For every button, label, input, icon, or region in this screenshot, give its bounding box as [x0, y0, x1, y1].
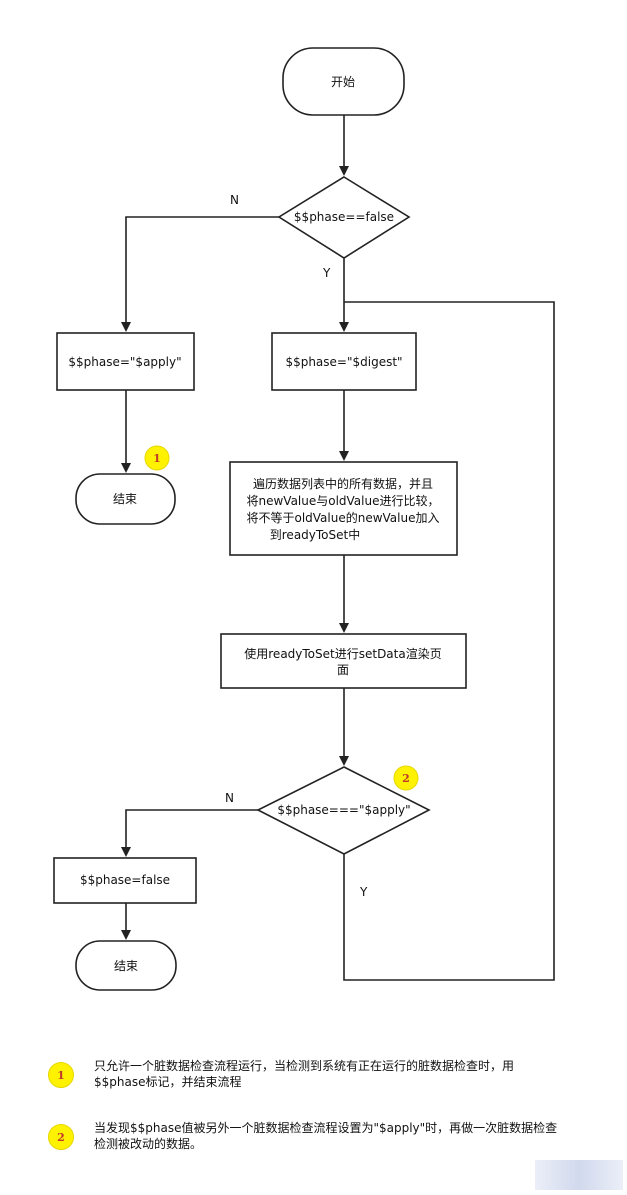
note-1-badge: 1: [48, 1062, 74, 1088]
note-1-text: 只允许一个脏数据检查流程运行，当检测到系统有正在运行的脏数据检查时，用 $$ph…: [94, 1058, 594, 1090]
edge-label-second-no: N: [225, 791, 234, 805]
node-traverse-line-2: 将newValue与oldValue进行比较，: [246, 493, 439, 508]
badge-2-number: 2: [402, 772, 410, 785]
node-start: 开始: [282, 47, 405, 116]
decision-phase-false: $$phase==false: [277, 176, 411, 259]
node-set-apply: $$phase="$apply": [56, 332, 195, 391]
edges: [121, 115, 555, 981]
decision-phase-false-label: $$phase==false: [294, 210, 394, 224]
node-end-bottom-label: 结束: [114, 959, 138, 973]
decision-phase-apply-label: $$phase==="$apply": [277, 803, 410, 817]
notes-legend: 1 只允许一个脏数据检查流程运行，当检测到系统有正在运行的脏数据检查时，用 $$…: [48, 1058, 608, 1182]
note-2: 2 当发现$$phase值被另外一个脏数据检查流程设置为"$apply"时，再做…: [48, 1120, 608, 1152]
edge-label-first-no: N: [230, 193, 239, 207]
node-render: 使用readyToSet进行setData渲染页 面: [220, 633, 467, 689]
watermark-logo: [535, 1160, 623, 1190]
node-reset-false: $$phase=false: [53, 857, 197, 904]
edge-check-apply-yes-loop: [343, 301, 555, 981]
edge-label-second-yes: Y: [359, 885, 368, 899]
note-1: 1 只允许一个脏数据检查流程运行，当检测到系统有正在运行的脏数据检查时，用 $$…: [48, 1058, 608, 1090]
note-2-badge: 2: [48, 1124, 74, 1150]
node-end-left-label: 结束: [113, 492, 137, 506]
badge-1-number: 1: [153, 452, 161, 465]
note-2-text: 当发现$$phase值被另外一个脏数据检查流程设置为"$apply"时，再做一次…: [94, 1120, 594, 1152]
node-set-digest: $$phase="$digest": [271, 332, 417, 391]
edge-label-first-yes: Y: [322, 266, 331, 280]
node-traverse-line-4: 到readyToSet中: [270, 527, 360, 542]
badge-1: 1: [144, 445, 170, 471]
node-end-left: 结束: [75, 473, 176, 525]
edge-check-no-to-set-apply: [121, 216, 280, 332]
node-render-line-2: 面: [337, 663, 349, 677]
note-2-line-2: 检测被改动的数据。: [94, 1137, 203, 1151]
node-traverse-line-1: 遍历数据列表中的所有数据，并且: [253, 476, 433, 491]
node-reset-false-label: $$phase=false: [80, 873, 170, 887]
decision-phase-apply: $$phase==="$apply": [256, 766, 431, 855]
note-1-line-2: $$phase标记，并结束流程: [94, 1075, 242, 1089]
badge-2: 2: [393, 765, 419, 791]
node-traverse-line-3: 将不等于oldValue的newValue加入: [246, 510, 439, 525]
note-1-line-1: 只允许一个脏数据检查流程运行，当检测到系统有正在运行的脏数据检查时，用: [94, 1059, 515, 1073]
node-set-apply-label: $$phase="$apply": [68, 355, 181, 369]
node-set-digest-label: $$phase="$digest": [285, 355, 402, 369]
node-end-bottom: 结束: [75, 940, 177, 991]
note-2-line-1: 当发现$$phase值被另外一个脏数据检查流程设置为"$apply"时，再做一次…: [94, 1121, 558, 1135]
edge-check-apply-no-to-reset: [121, 809, 258, 857]
node-start-label: 开始: [331, 75, 355, 89]
flowchart: 开始 $$phase==false $$phase="$apply" 结束 $$…: [53, 47, 555, 991]
node-render-line-1: 使用readyToSet进行setData渲染页: [244, 646, 441, 661]
node-traverse: 遍历数据列表中的所有数据，并且 将newValue与oldValue进行比较， …: [229, 461, 458, 556]
